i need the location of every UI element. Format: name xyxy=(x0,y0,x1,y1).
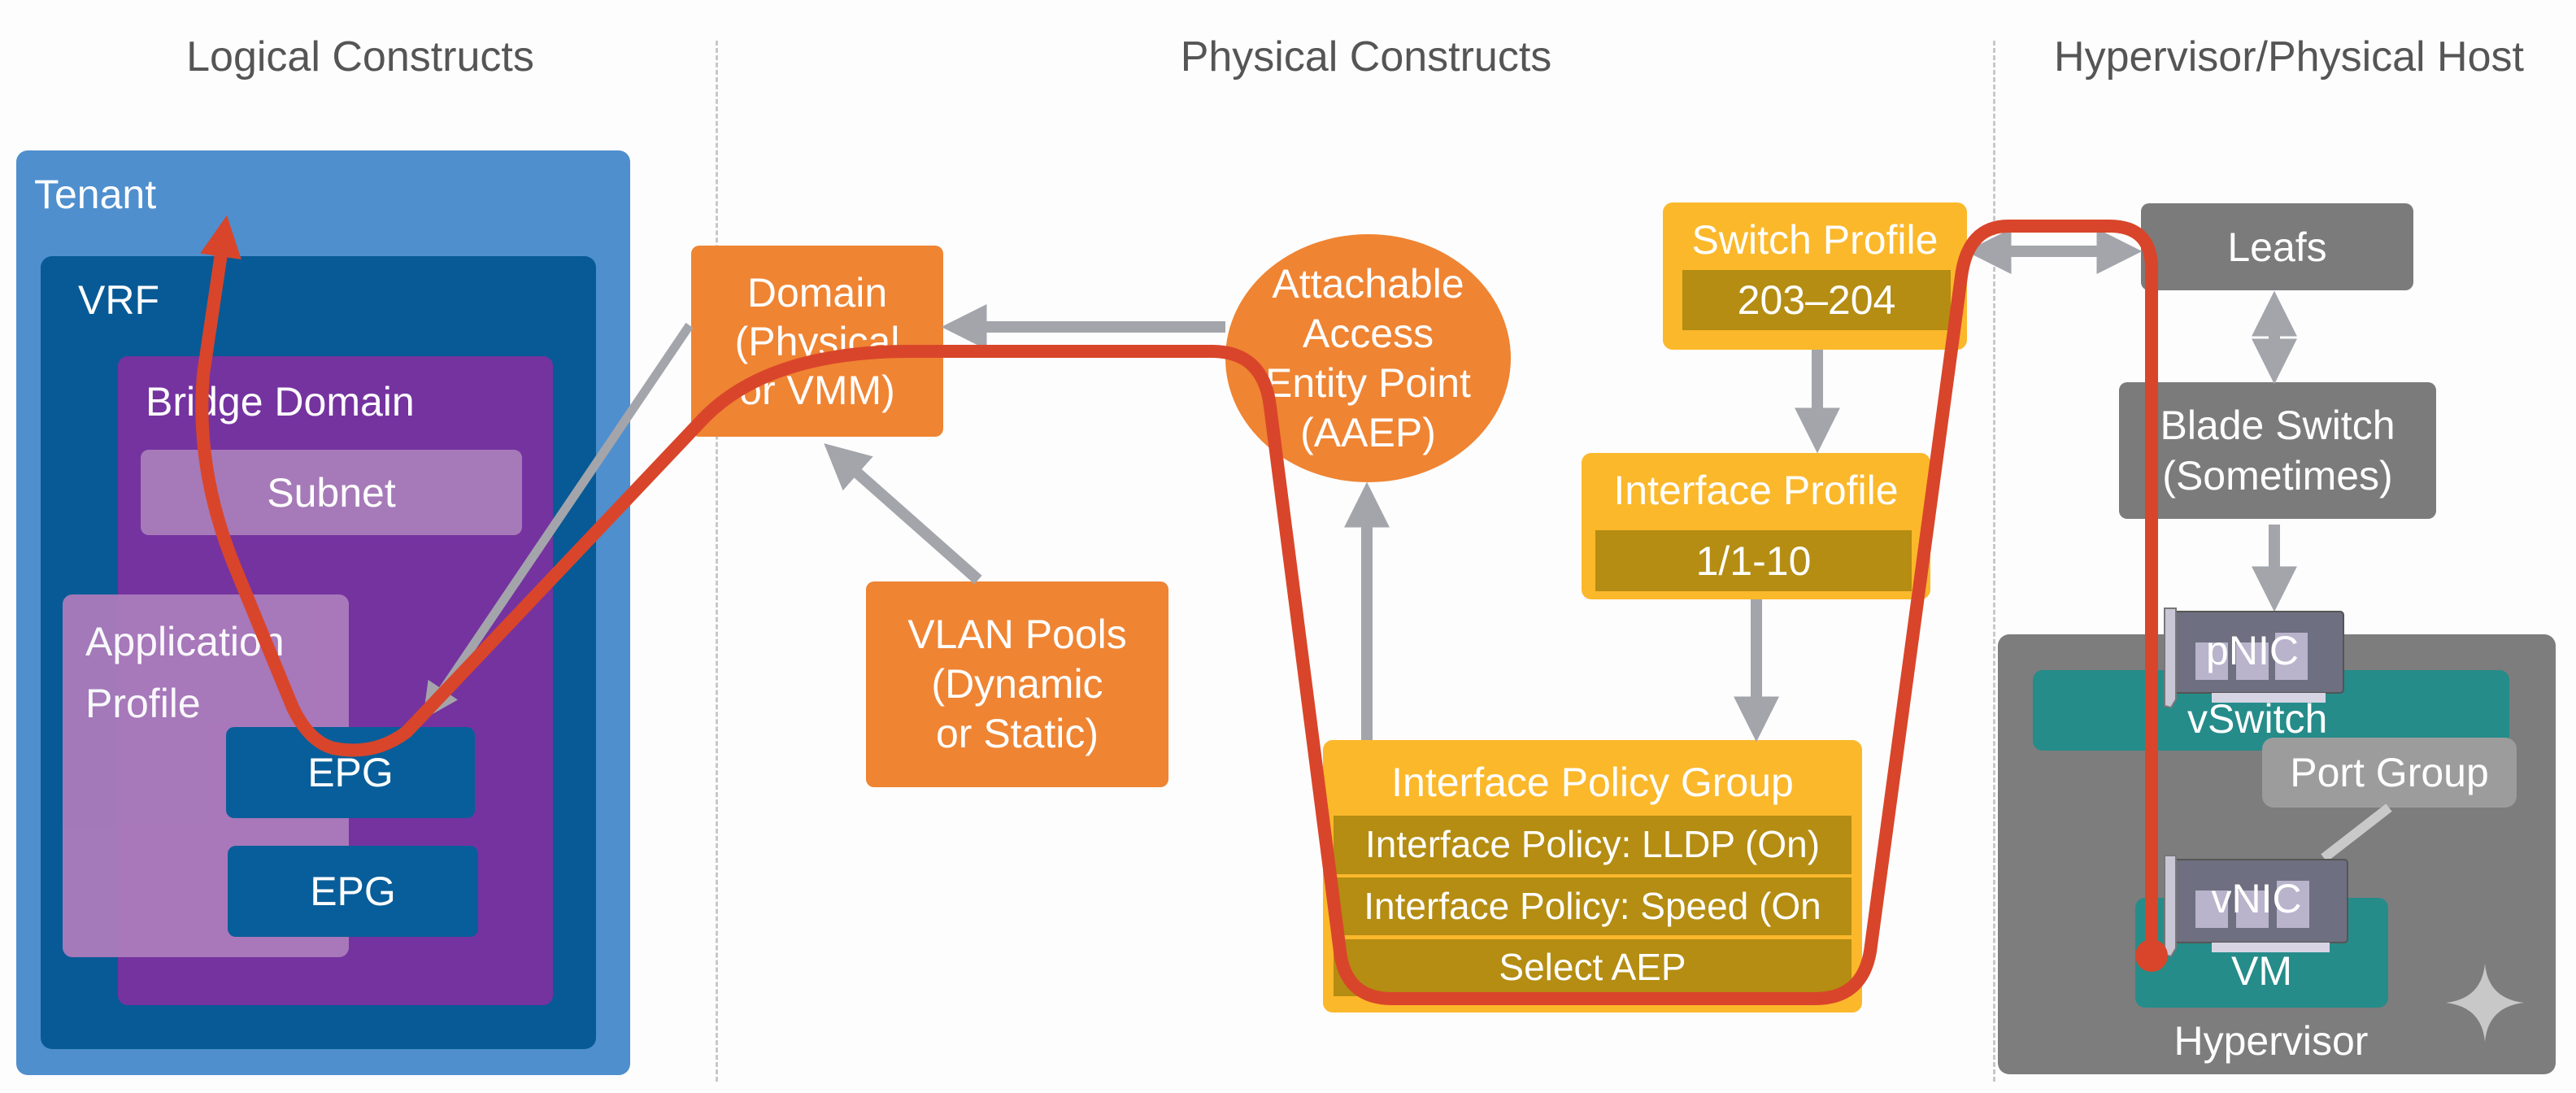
interface-profile-value-box: 1/1-10 xyxy=(1595,530,1912,591)
leafs-label: Leafs xyxy=(2227,224,2327,270)
epg-label: EPG xyxy=(307,750,394,795)
aaep-line-1: Attachable xyxy=(1272,260,1464,307)
tenant-label: Tenant xyxy=(34,172,157,217)
interface-policy-group-box[interactable]: Interface Policy Group Interface Policy:… xyxy=(1323,740,1862,1012)
port-group-label: Port Group xyxy=(2290,750,2489,795)
vlan-pools-line-1: VLAN Pools xyxy=(907,612,1127,657)
application-profile-label: Application Profile xyxy=(85,611,285,734)
subnet-label: Subnet xyxy=(267,469,396,516)
section-divider-right xyxy=(1993,41,1995,1082)
aaep-line-2: Access xyxy=(1302,310,1434,356)
interface-policy-group-title: Interface Policy Group xyxy=(1391,760,1794,805)
port-group-box[interactable]: Port Group xyxy=(2262,738,2517,808)
vlan-pools-line-2: (Dynamic xyxy=(931,661,1103,707)
subnet-box[interactable]: Subnet xyxy=(141,450,522,535)
interface-profile-title: Interface Profile xyxy=(1613,468,1899,513)
application-profile-line-1: Application xyxy=(85,619,285,664)
vlan-pools-line-3: or Static) xyxy=(935,711,1099,756)
interface-profile-box[interactable]: Interface Profile 1/1-10 xyxy=(1582,453,1930,599)
epg-box-2[interactable]: EPG xyxy=(228,846,478,937)
aaep-circle[interactable]: Attachable Access Entity Point (AAEP) xyxy=(1225,234,1511,482)
domain-box[interactable]: Domain (Physical or VMM) xyxy=(691,246,943,437)
vrf-label: VRF xyxy=(78,277,159,323)
aaep-line-3: Entity Point xyxy=(1265,359,1471,406)
section-title-logical: Logical Constructs xyxy=(186,33,534,81)
section-divider-left xyxy=(716,41,718,1082)
bridge-domain-label: Bridge Domain xyxy=(146,379,415,425)
epg-label: EPG xyxy=(310,869,396,914)
blade-switch-line-1: Blade Switch xyxy=(2160,403,2395,448)
section-title-physical: Physical Constructs xyxy=(1180,33,1552,81)
switch-profile-value-box: 203–204 xyxy=(1682,270,1951,330)
vswitch-label: vSwitch xyxy=(2187,696,2328,742)
aaep-line-4: (AAEP) xyxy=(1300,409,1436,455)
policy-row-label: Select AEP xyxy=(1499,946,1686,989)
policy-row-label: Interface Policy: LLDP (On) xyxy=(1364,823,1821,866)
domain-line-1: Domain xyxy=(746,269,888,316)
vm-label: VM xyxy=(2231,948,2292,994)
blade-switch-box[interactable]: Blade Switch (Sometimes) xyxy=(2119,382,2436,519)
leafs-box[interactable]: Leafs xyxy=(2141,203,2413,290)
policy-row-label: Interface Policy: Speed (On xyxy=(1364,884,1821,927)
epg-box-1[interactable]: EPG xyxy=(226,727,475,818)
policy-row-select-aep[interactable]: Select AEP xyxy=(1334,939,1852,996)
policy-row-speed[interactable]: Interface Policy: Speed (On xyxy=(1334,877,1852,935)
switch-profile-box[interactable]: Switch Profile 203–204 xyxy=(1663,202,1967,350)
arrow-vlan-to-domain xyxy=(824,443,982,585)
switch-profile-value: 203–204 xyxy=(1737,277,1896,323)
switch-profile-title: Switch Profile xyxy=(1691,217,1939,263)
blade-switch-line-2: (Sometimes) xyxy=(2162,453,2393,499)
domain-line-3: or VMM) xyxy=(739,367,895,413)
vm-box[interactable]: VM xyxy=(2135,898,2388,1008)
vlan-pools-box[interactable]: VLAN Pools (Dynamic or Static) xyxy=(866,581,1168,787)
section-title-host: Hypervisor/Physical Host xyxy=(2054,33,2524,81)
interface-profile-value: 1/1-10 xyxy=(1695,538,1812,584)
domain-line-2: (Physical xyxy=(734,318,900,364)
hypervisor-label: Hypervisor xyxy=(2174,1018,2369,1064)
application-profile-line-2: Profile xyxy=(85,681,201,726)
policy-row-lldp[interactable]: Interface Policy: LLDP (On) xyxy=(1334,816,1852,874)
